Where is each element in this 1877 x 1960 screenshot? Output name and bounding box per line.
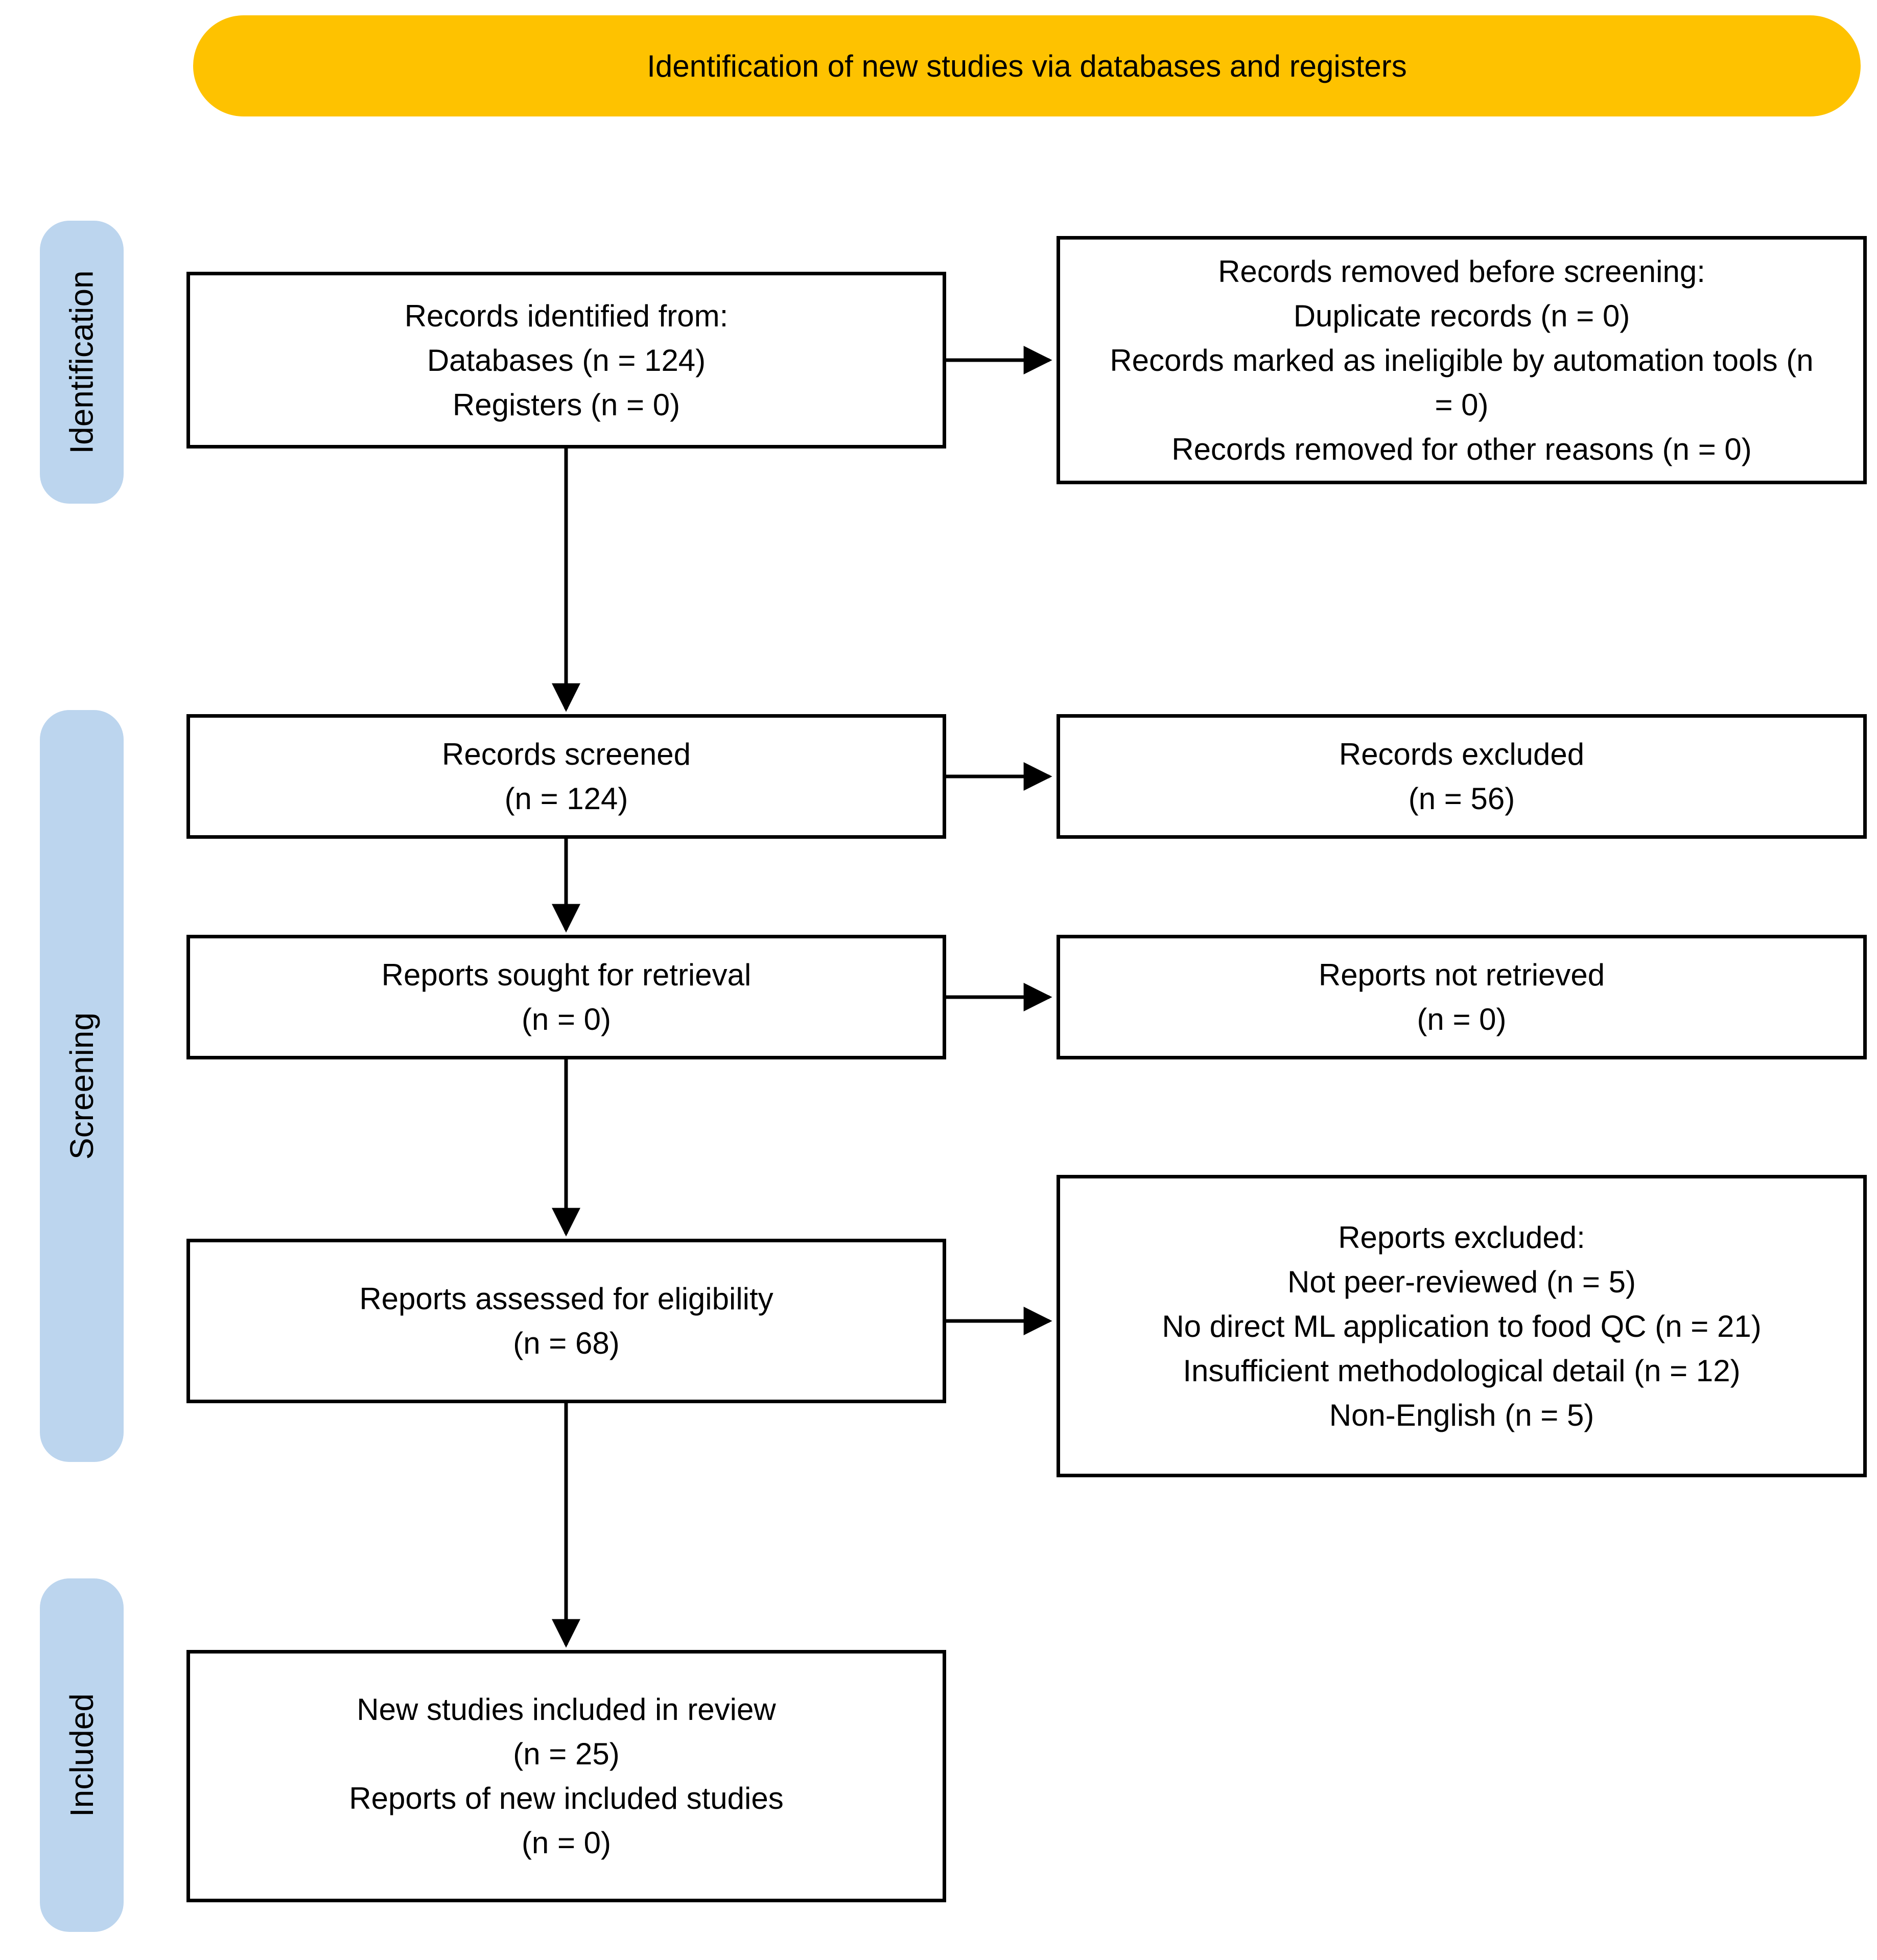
box-line: Reports assessed for eligibility bbox=[359, 1282, 773, 1316]
box-records-removed: Records removed before screening: Duplic… bbox=[1057, 236, 1867, 484]
box-line: (n = 25) bbox=[513, 1737, 620, 1771]
box-line: Records removed before screening: bbox=[1218, 254, 1705, 289]
stage-label-included: Included bbox=[40, 1578, 124, 1932]
box-line: Registers (n = 0) bbox=[452, 387, 681, 422]
box-line: Reports not retrieved bbox=[1318, 958, 1605, 992]
box-line: Reports sought for retrieval bbox=[381, 958, 752, 992]
box-line: (n = 0) bbox=[521, 1826, 612, 1860]
box-line: Records removed for other reasons (n = 0… bbox=[1171, 432, 1752, 466]
box-reports-not-retrieved: Reports not retrieved (n = 0) bbox=[1057, 935, 1867, 1059]
banner-title-text: Identification of new studies via databa… bbox=[647, 49, 1407, 83]
box-records-screened: Records screened (n = 124) bbox=[186, 714, 946, 839]
box-line: Non-English (n = 5) bbox=[1329, 1398, 1594, 1432]
banner-title: Identification of new studies via databa… bbox=[193, 15, 1861, 116]
stage-label-identification: Identification bbox=[40, 221, 124, 504]
stage-label-text: Screening bbox=[63, 1012, 100, 1160]
box-line: (n = 56) bbox=[1408, 782, 1515, 816]
box-line: No direct ML application to food QC (n =… bbox=[1162, 1309, 1762, 1343]
box-records-identified: Records identified from: Databases (n = … bbox=[186, 272, 946, 448]
stage-label-text: Included bbox=[63, 1693, 100, 1817]
box-line: Records marked as ineligible by automati… bbox=[1110, 343, 1814, 422]
box-line: Records screened bbox=[442, 737, 691, 771]
box-records-excluded: Records excluded (n = 56) bbox=[1057, 714, 1867, 839]
box-reports-sought: Reports sought for retrieval (n = 0) bbox=[186, 935, 946, 1059]
box-line: (n = 68) bbox=[513, 1326, 620, 1360]
box-new-studies-included: New studies included in review (n = 25) … bbox=[186, 1650, 946, 1902]
box-line: Databases (n = 124) bbox=[427, 343, 706, 377]
box-line: (n = 0) bbox=[1417, 1002, 1507, 1036]
box-line: (n = 124) bbox=[504, 782, 628, 816]
box-line: Reports of new included studies bbox=[349, 1781, 784, 1815]
stage-label-screening: Screening bbox=[40, 710, 124, 1462]
box-line: Records identified from: bbox=[404, 298, 729, 333]
box-line: (n = 0) bbox=[521, 1002, 612, 1036]
box-reports-excluded: Reports excluded: Not peer-reviewed (n =… bbox=[1057, 1175, 1867, 1477]
box-reports-assessed: Reports assessed for eligibility (n = 68… bbox=[186, 1239, 946, 1403]
box-line: Records excluded bbox=[1339, 737, 1585, 771]
box-line: Not peer-reviewed (n = 5) bbox=[1287, 1264, 1636, 1299]
box-line: Insufficient methodological detail (n = … bbox=[1183, 1353, 1741, 1388]
box-line: Reports excluded: bbox=[1338, 1220, 1585, 1255]
box-line: Duplicate records (n = 0) bbox=[1293, 298, 1630, 333]
box-line: New studies included in review bbox=[357, 1692, 776, 1727]
stage-label-text: Identification bbox=[63, 270, 100, 454]
